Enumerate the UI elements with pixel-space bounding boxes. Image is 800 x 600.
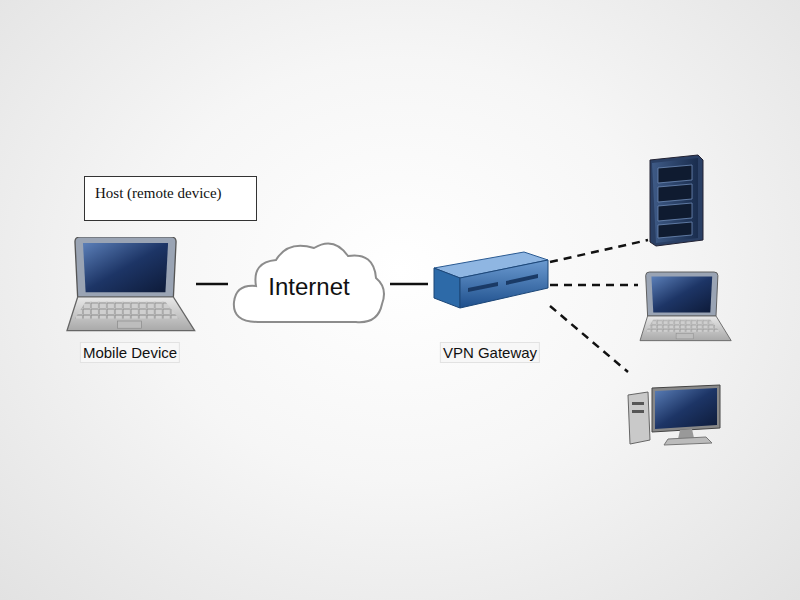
link-line: [196, 283, 228, 286]
device-node: VPN Gateway: [428, 248, 552, 363]
link-line: [390, 283, 428, 286]
node-label: Host (remote device): [95, 185, 222, 202]
node-label: Mobile Device: [80, 342, 180, 363]
text-box: Host (remote device): [84, 176, 257, 221]
node-label: Internet: [268, 273, 349, 301]
node-label: VPN Gateway: [440, 342, 540, 363]
cloud-node: Internet: [228, 236, 390, 334]
device-node: Mobile Device: [64, 237, 196, 363]
